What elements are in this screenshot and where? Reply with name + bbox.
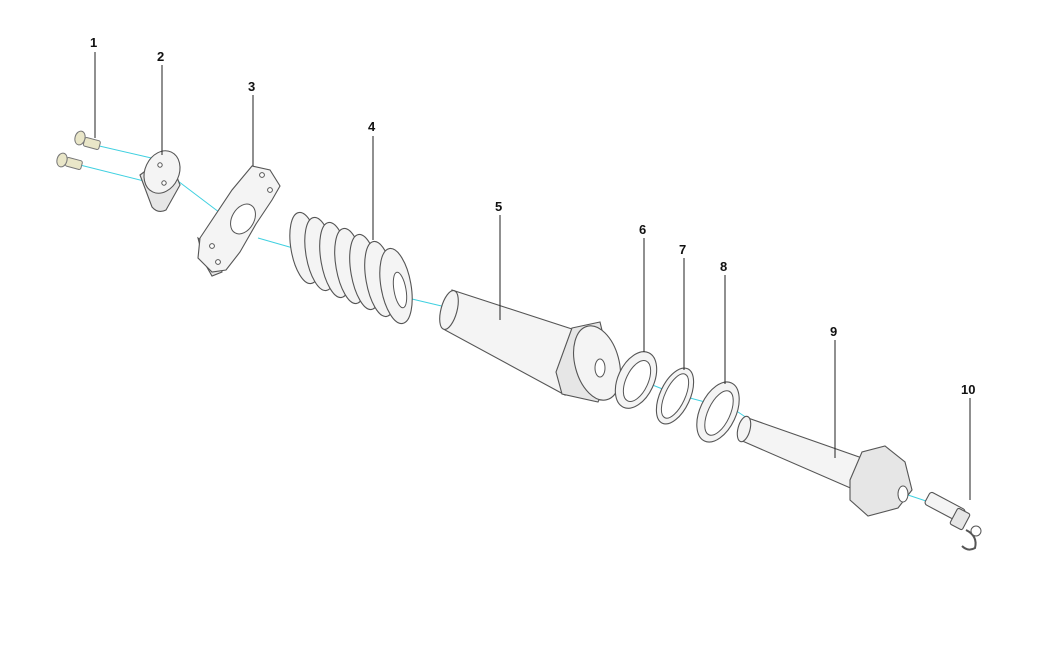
callout-10: 10 <box>961 382 975 397</box>
ring-7-part <box>655 367 695 425</box>
callout-8: 8 <box>720 259 727 274</box>
grease-fitting-part <box>924 491 982 551</box>
bolt-part <box>56 130 101 170</box>
callout-1: 1 <box>90 35 97 50</box>
spring-part <box>289 211 413 325</box>
callout-labels: 1 2 3 4 5 6 7 8 9 10 <box>90 35 975 397</box>
callout-3: 3 <box>248 79 255 94</box>
callout-2: 2 <box>157 49 164 64</box>
ring-8-part <box>696 381 740 443</box>
ring-6-part <box>614 351 658 409</box>
bolt-upper <box>74 130 101 150</box>
callout-7: 7 <box>679 242 686 257</box>
shaft-part <box>736 415 913 517</box>
callout-9: 9 <box>830 324 837 339</box>
bolt-lower <box>56 152 83 170</box>
round-plate-part <box>139 150 181 213</box>
flange-bracket-part <box>197 165 281 277</box>
callout-5: 5 <box>495 199 502 214</box>
callout-4: 4 <box>368 119 376 134</box>
cylinder-part <box>439 289 621 403</box>
leader-lines <box>94 52 971 500</box>
callout-6: 6 <box>639 222 646 237</box>
